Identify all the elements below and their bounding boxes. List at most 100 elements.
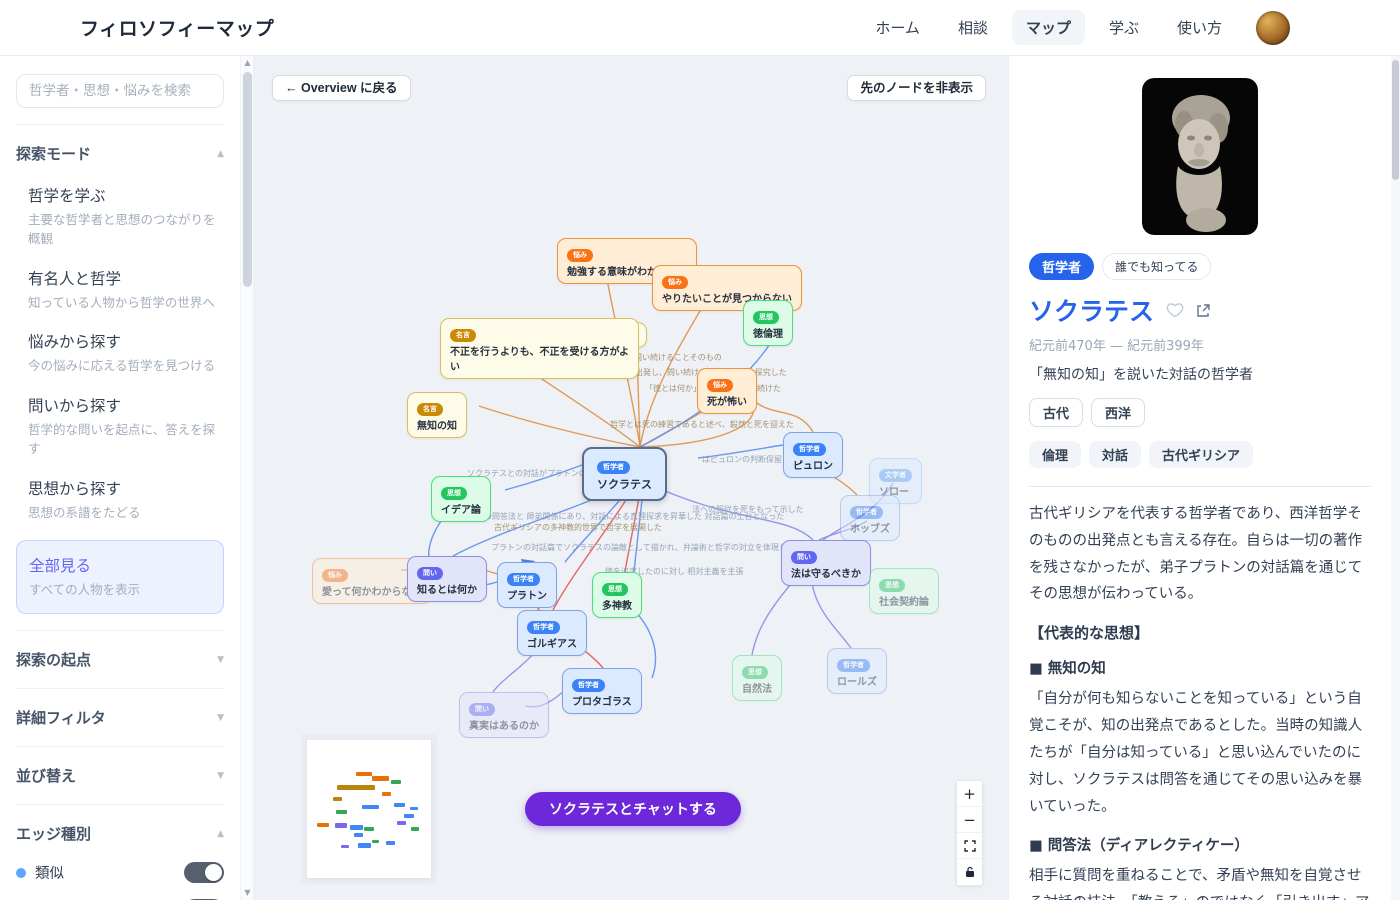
graph-node-ゴルギアス[interactable]: 哲学者ゴルギアス — [517, 610, 587, 656]
section-探索の起点[interactable]: 探索の起点▼ — [16, 651, 224, 669]
node-badge: 名言 — [450, 329, 476, 342]
minimap[interactable] — [307, 740, 431, 878]
edge-label: 古代ギリシアの多神教的世界で哲学を展開した — [494, 523, 662, 532]
graph-node-ソクラテス[interactable]: 哲学者ソクラテス — [582, 447, 667, 501]
graph-node-真実はあるのか[interactable]: 問い真実はあるのか — [459, 692, 549, 738]
divider — [1029, 486, 1371, 487]
favorite-button[interactable] — [1166, 302, 1184, 318]
fit-view-icon — [963, 839, 976, 852]
description-paragraph: 「自分が何も知らないことを知っている」という自覚こそが、知の出発点であるとした。… — [1029, 691, 1363, 815]
edge-label: 法への服従を死をもって示した — [692, 505, 804, 514]
era-tag-西洋: 西洋 — [1091, 398, 1146, 427]
tagline: 「無知の知」を説いた対話の哲学者 — [1029, 367, 1253, 383]
edge-type-list: 類似対立影響悩み問い — [16, 862, 224, 900]
collapse-icon: ▼ — [217, 654, 224, 665]
fame-badge: 誰でも知ってる — [1102, 253, 1212, 280]
app-title: フィロソフィーマップ — [80, 18, 275, 40]
mode-item-思想から探す[interactable]: 思想から探す思想の系譜をたどる — [28, 479, 141, 520]
graph-node-ロールズ[interactable]: 哲学者ロールズ — [827, 648, 887, 694]
graph-node-法は守るべきか[interactable]: 問い法は守るべきか — [781, 540, 871, 586]
back-to-overview-button[interactable]: ← Overview に戻る — [272, 75, 411, 101]
graph-node-無知の知[interactable]: 名言無知の知 — [407, 392, 467, 438]
description-body: 古代ギリシアを代表する哲学者であり、西洋哲学そのものの出発点とも言える存在。自ら… — [1029, 501, 1371, 900]
zoom-out-button[interactable]: − — [957, 807, 982, 833]
graph-node-プラトン[interactable]: 哲学者プラトン — [497, 562, 557, 608]
graph-node-イデア論[interactable]: 思想イデア論 — [431, 476, 491, 522]
node-badge: 哲学者 — [793, 443, 826, 456]
map-controls: + − — [956, 780, 983, 886]
nav-item-ホーム[interactable]: ホーム — [875, 19, 920, 37]
mode-item-有名人と哲学[interactable]: 有名人と哲学知っている人物から哲学の世界へ — [28, 269, 215, 310]
section-詳細フィルタ[interactable]: 詳細フィルタ▼ — [16, 709, 224, 727]
description-heading: ■ 無知の知 — [1029, 661, 1106, 678]
graph-node-ホッブズ[interactable]: 哲学者ホッブズ — [840, 495, 900, 541]
node-badge: 悩み — [662, 276, 688, 289]
collapse-icon: ▼ — [217, 712, 224, 723]
node-badge: 問い — [791, 551, 817, 564]
external-link-button[interactable] — [1196, 303, 1211, 318]
graph-node-プロタゴラス[interactable]: 哲学者プロタゴラス — [562, 668, 642, 714]
node-badge: 悩み — [567, 249, 593, 262]
nav-item-使い方[interactable]: 使い方 — [1176, 19, 1222, 37]
nav-item-相談[interactable]: 相談 — [957, 19, 988, 37]
graph-node-自然法[interactable]: 思想自然法 — [732, 655, 782, 701]
zoom-in-button[interactable]: + — [957, 781, 982, 807]
fit-view-button[interactable] — [957, 833, 982, 859]
hide-next-nodes-button[interactable]: 先のノードを非表示 — [847, 75, 986, 101]
graph-node-不正を行うよりも、不正を受ける方がよい[interactable]: 名言不正を行うよりも、不正を受ける方がよい — [440, 318, 639, 379]
mode-item-哲学を学ぶ[interactable]: 哲学を学ぶ主要な哲学者と思想のつながりを概観 — [28, 187, 216, 246]
scroll-up-icon[interactable]: ▲ — [244, 58, 251, 67]
edge-label: 無知の知から出発し、問い続けることで真理を探究した — [587, 368, 787, 377]
mode-item-全部見る[interactable]: 全部見るすべての人物を表示 — [16, 540, 224, 614]
edge-type-row-類似: 類似 — [16, 862, 224, 883]
graph-node-ピュロン[interactable]: 哲学者ピュロン — [783, 432, 843, 478]
graph-node-徳倫理[interactable]: 思想徳倫理 — [743, 300, 793, 346]
description-heading: 【代表的な思想】 — [1029, 624, 1150, 643]
node-badge: 哲学者 — [850, 506, 883, 519]
node-badge: 名言 — [417, 403, 443, 416]
section-explore-mode[interactable]: 探索モード ▲ — [16, 145, 224, 163]
section-並び替え[interactable]: 並び替え▼ — [16, 767, 224, 785]
graph-node-知るとは何か[interactable]: 問い知るとは何か — [407, 556, 487, 602]
scrollbar-thumb[interactable] — [1392, 60, 1399, 180]
collapsed-sections: 探索の起点▼ 詳細フィルタ▼ 並び替え▼ — [16, 630, 224, 788]
section-edge-types[interactable]: エッジ種別 ▲ — [16, 825, 224, 843]
graph-node-社会契約論[interactable]: 思想社会契約論 — [869, 568, 939, 614]
mode-item-問いから探す[interactable]: 問いから探す哲学的な問いを起点に、答えを探す — [28, 397, 216, 456]
divider — [16, 124, 224, 125]
nav-item-マップ[interactable]: マップ — [1011, 10, 1085, 45]
edge-label: 哲学とは死の練習であると述べ、毅然と死を迎えた — [610, 420, 794, 429]
collapse-icon: ▼ — [217, 770, 224, 781]
mode-list: 哲学を学ぶ主要な哲学者と思想のつながりを概観有名人と哲学知っている人物から哲学の… — [16, 184, 224, 614]
mode-item-悩みから探す[interactable]: 悩みから探す今の悩みに応える哲学を見つける — [28, 333, 216, 374]
divider — [16, 804, 224, 805]
panel-scrollbar[interactable] — [1391, 56, 1400, 900]
search-input[interactable] — [16, 74, 224, 108]
scrollbar-thumb[interactable] — [243, 72, 252, 287]
detail-panel: 哲学者 誰でも知ってる ソクラテス 紀元前470年 — 紀元前399年 「無知の… — [1008, 56, 1391, 900]
graph-canvas[interactable]: ← Overview に戻る 先のノードを非表示 無知の知 学びは問い続けること… — [253, 56, 1008, 900]
sidebar: 探索モード ▲ 哲学を学ぶ主要な哲学者と思想のつながりを概観有名人と哲学知ってい… — [0, 56, 240, 900]
user-avatar[interactable] — [1256, 10, 1290, 45]
scroll-down-icon[interactable]: ▼ — [244, 888, 251, 897]
edge-label: 無知の知 学びは問い続けることそのもの — [562, 353, 722, 362]
node-badge: 文学者 — [879, 469, 912, 482]
graph-node-多神教[interactable]: 思想多神教 — [592, 572, 642, 618]
era-tag-古代: 古代 — [1029, 398, 1084, 427]
graph-node-死が怖い[interactable]: 悩み死が怖い — [697, 368, 757, 414]
nav-item-学ぶ[interactable]: 学ぶ — [1108, 19, 1139, 37]
node-badge: 哲学者 — [837, 659, 870, 672]
node-badge: 哲学者 — [507, 573, 540, 586]
edge-label: はピュロンの判断保留と共鳴 — [702, 455, 806, 464]
lock-button[interactable] — [957, 859, 982, 885]
toggle-類似[interactable] — [184, 862, 224, 883]
topic-tags: 倫理対話古代ギリシア — [1029, 441, 1371, 468]
navbar: フィロソフィーマップ ホーム 相談 マップ 学ぶ 使い方 — [0, 0, 1400, 56]
chat-with-socrates-button[interactable]: ソクラテスとチャットする — [525, 792, 741, 826]
description-paragraph: 古代ギリシアを代表する哲学者であり、西洋哲学そのものの出発点とも言える存在。自ら… — [1029, 506, 1363, 603]
sidebar-scrollbar[interactable]: ▲ ▼ — [240, 56, 253, 900]
philosopher-name: ソクラテス — [1029, 297, 1155, 326]
node-badge: 哲学者 — [597, 461, 630, 474]
node-badge: 悩み — [322, 569, 348, 582]
node-badge: 思想 — [441, 487, 467, 500]
